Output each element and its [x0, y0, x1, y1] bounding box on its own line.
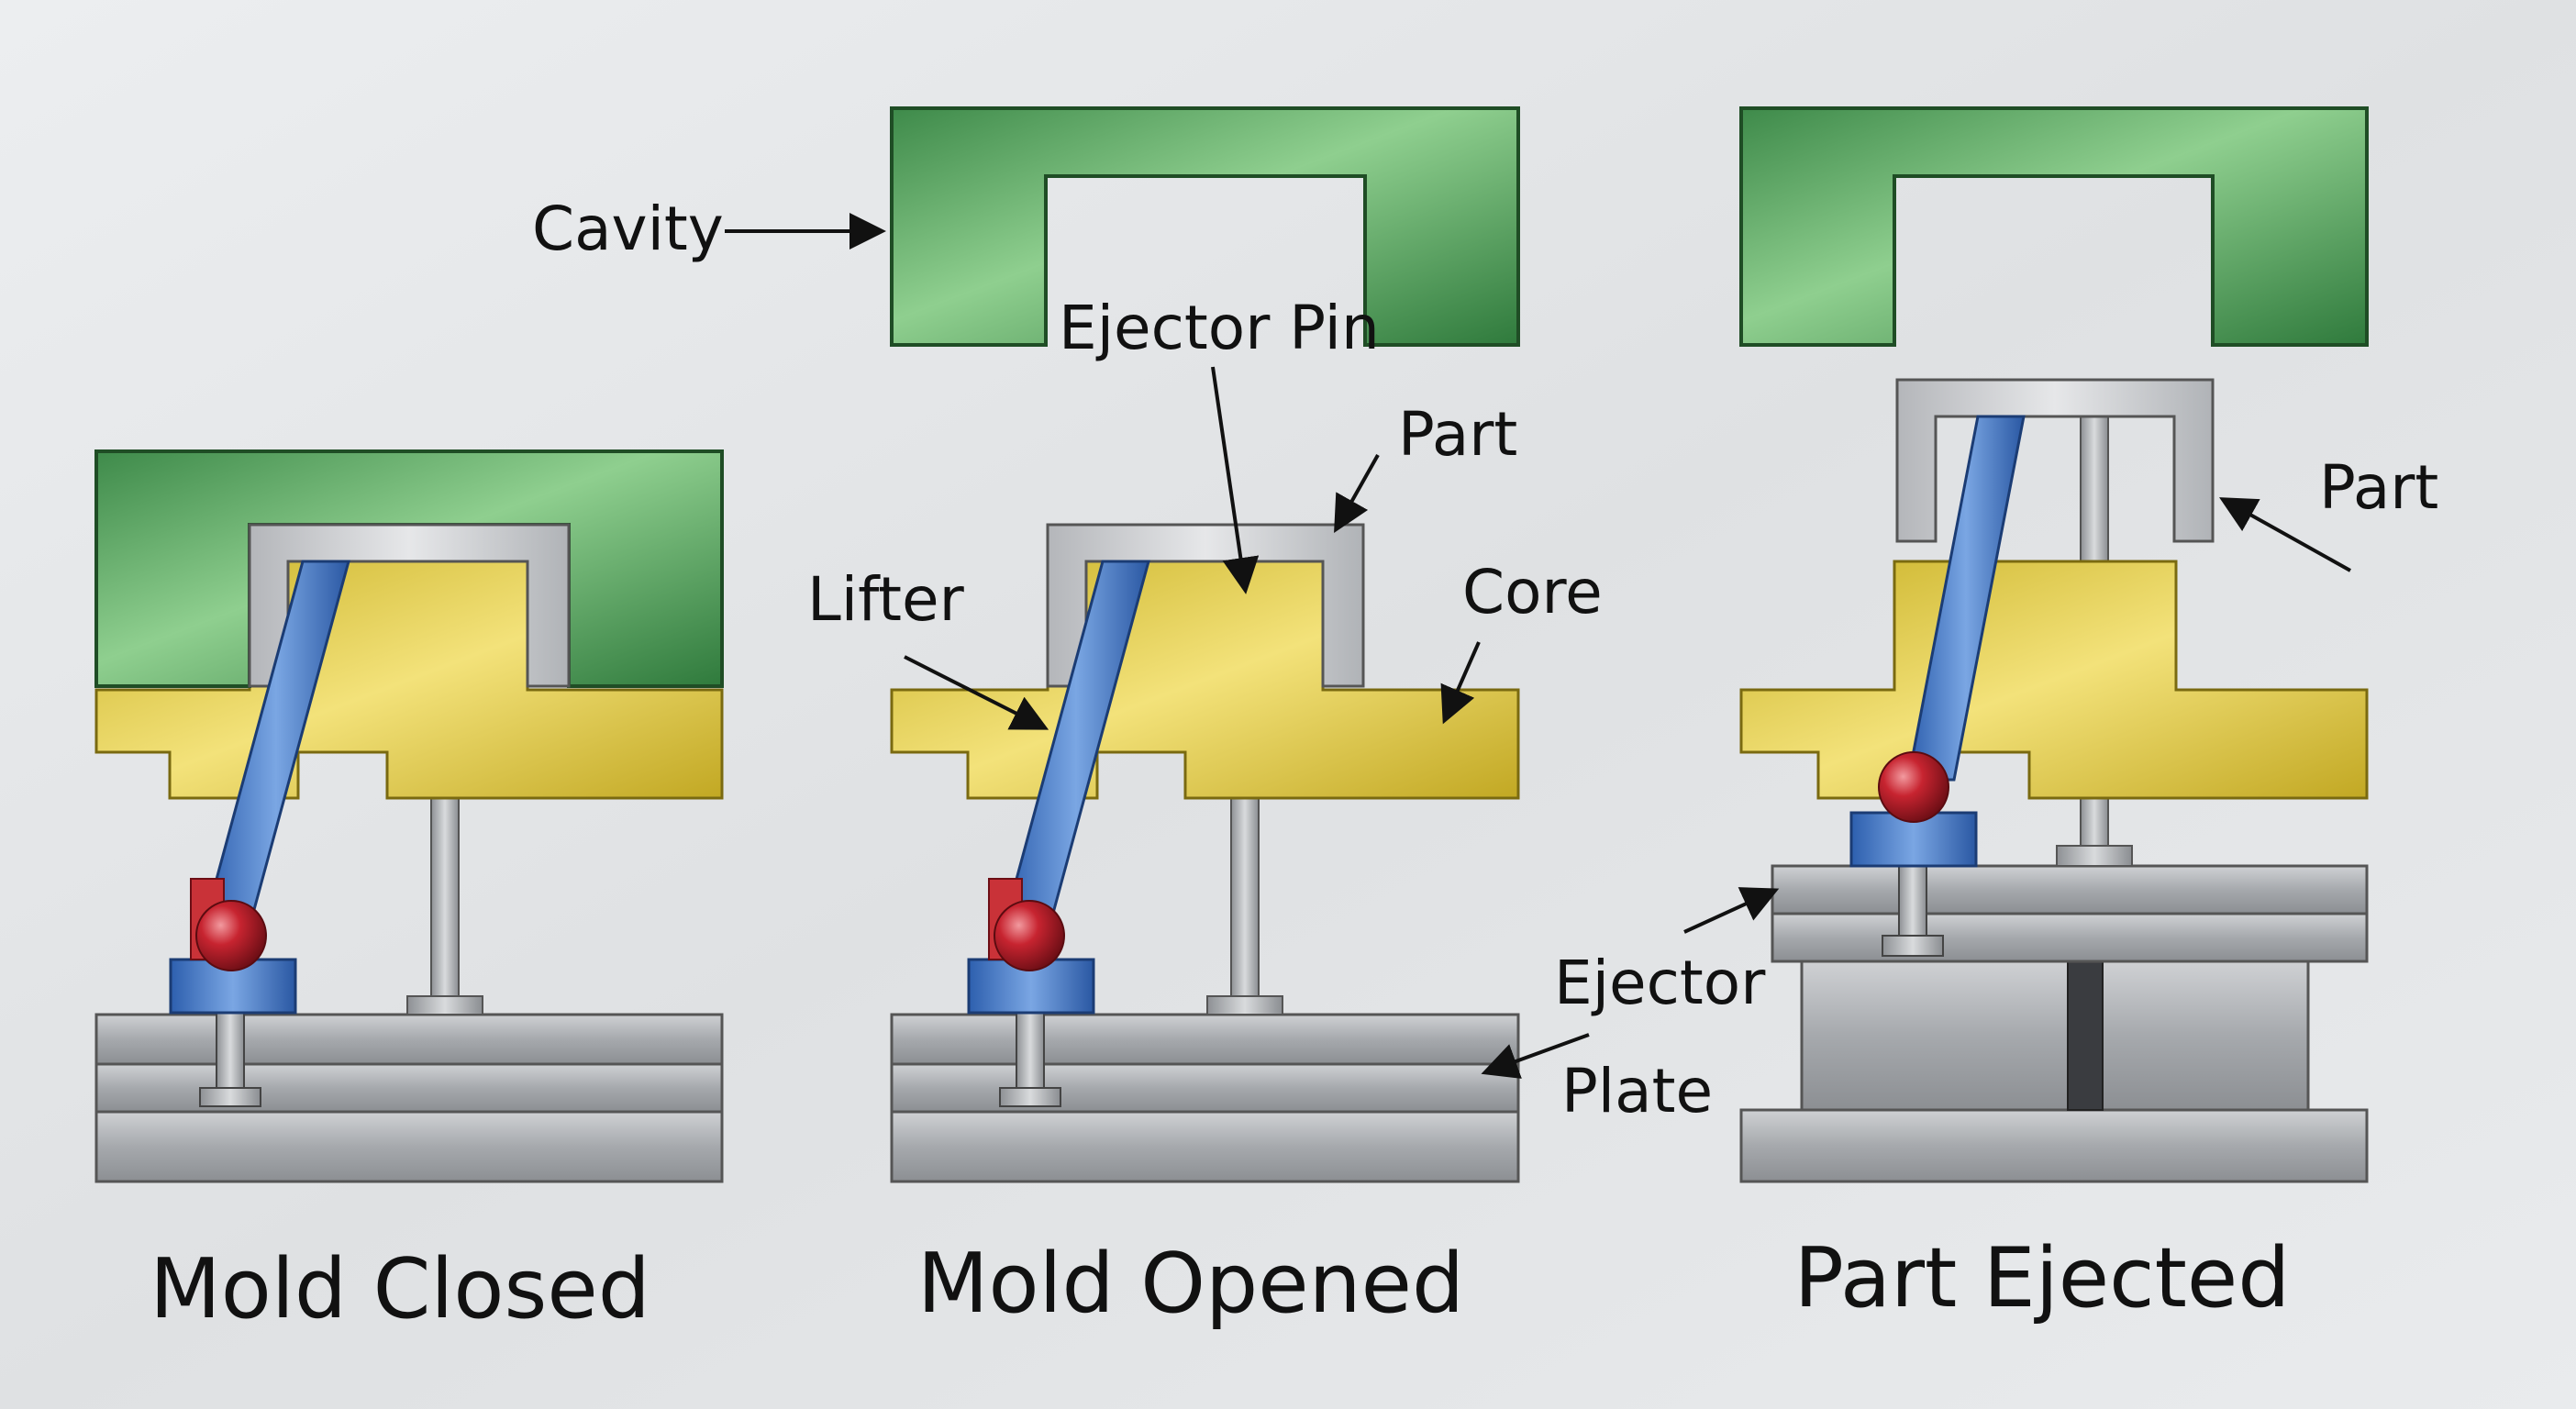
ejector-plate	[1771, 912, 2369, 963]
cavity	[890, 106, 1520, 347]
ejector-plate	[94, 1013, 724, 1066]
caption-part-ejected: Part Ejected	[1794, 1230, 2291, 1326]
label-ejector: Ejector	[1554, 948, 1766, 1018]
screw-head	[1882, 935, 1944, 957]
clamp-plate	[890, 1110, 1520, 1183]
ejector-retainer-plate	[1771, 864, 2369, 915]
ejector-plate	[890, 1013, 1520, 1066]
ejector-plate-arrow-left	[1683, 887, 1780, 934]
label-plate: Plate	[1561, 1056, 1713, 1126]
ejector-pin-arrow	[1211, 366, 1260, 594]
screw-head	[999, 1087, 1061, 1107]
ejector-plate-arrow-right	[1481, 1033, 1590, 1079]
ejector-retainer-plate	[890, 1062, 1520, 1114]
panel-part-ejected	[1739, 106, 2369, 1183]
ejector-pin-head	[1206, 995, 1283, 1015]
ejector-retainer-plate	[94, 1062, 724, 1114]
ejector-pin-head	[2056, 845, 2133, 867]
ejector-rod	[2067, 960, 2104, 1111]
screw-head	[199, 1087, 261, 1107]
label-part-opened: Part	[1398, 399, 1517, 470]
ejector-pin-head	[406, 995, 483, 1015]
label-cavity: Cavity	[532, 194, 724, 264]
part	[1895, 378, 2215, 543]
panel-mold-closed	[94, 449, 724, 1183]
cavity	[1739, 106, 2369, 347]
core-arrow	[1440, 641, 1481, 725]
lifter-arrow	[904, 655, 1049, 730]
label-part-ejected: Part	[2319, 452, 2438, 523]
label-ejector-pin: Ejector Pin	[1059, 293, 1380, 363]
clamp-plate	[94, 1110, 724, 1183]
part-arrow	[1334, 454, 1380, 533]
ball-joint	[1878, 751, 1949, 823]
ball-joint	[195, 900, 267, 971]
support-block	[1800, 960, 2310, 1112]
label-lifter: Lifter	[807, 564, 965, 635]
label-core: Core	[1462, 557, 1603, 627]
ball-joint	[994, 900, 1065, 971]
part-ejected-arrow	[2219, 497, 2351, 572]
panel-mold-opened	[890, 106, 1520, 1183]
lifter	[1906, 415, 2026, 782]
caption-mold-opened: Mold Opened	[917, 1236, 1464, 1332]
annotations	[725, 213, 2351, 1079]
clamp-plate	[1739, 1108, 2369, 1183]
caption-mold-closed: Mold Closed	[150, 1241, 650, 1337]
